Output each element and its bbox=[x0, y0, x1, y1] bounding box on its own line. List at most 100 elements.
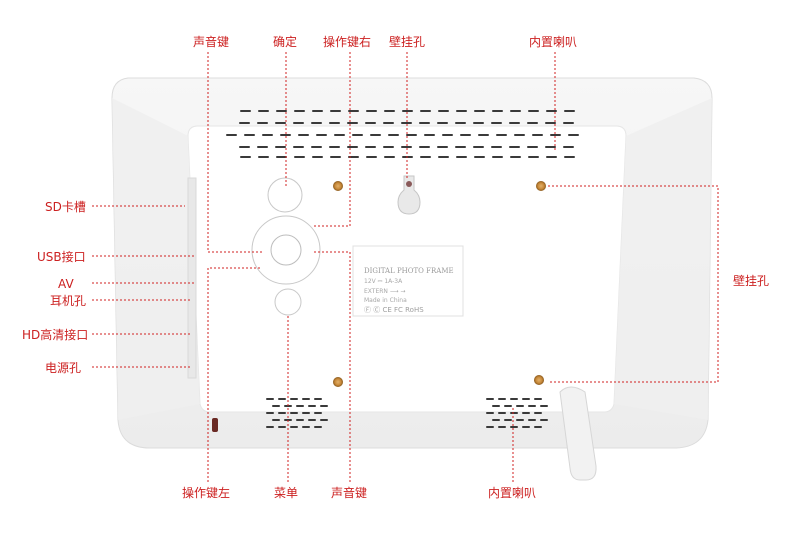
lanyard-slot bbox=[212, 418, 218, 432]
vent-slot bbox=[365, 122, 376, 124]
vent-slot bbox=[528, 405, 536, 407]
wall-mount-keyhole bbox=[397, 175, 421, 215]
vent-slot bbox=[510, 156, 521, 158]
vent-slot bbox=[314, 426, 322, 428]
label-nav-right: 操作键右 bbox=[323, 34, 371, 49]
vent-slot bbox=[348, 156, 359, 158]
vent-slot bbox=[302, 426, 310, 428]
vent-slot bbox=[516, 405, 524, 407]
label-ok: 确定 bbox=[273, 34, 297, 49]
vent-slot bbox=[437, 122, 448, 124]
vent-slot bbox=[348, 110, 359, 112]
speaker-grille-left bbox=[266, 398, 328, 428]
vent-slot bbox=[498, 412, 506, 414]
vent-slot bbox=[442, 134, 453, 136]
vent-slot bbox=[486, 426, 494, 428]
vent-slot bbox=[401, 122, 412, 124]
vent-slot bbox=[474, 156, 485, 158]
label-line-4: Made in China bbox=[364, 297, 407, 304]
vent-slot bbox=[455, 122, 466, 124]
screw-hole-icon bbox=[333, 377, 343, 387]
vent-slot bbox=[540, 419, 548, 421]
vent-slot bbox=[257, 146, 268, 148]
vent-slot bbox=[456, 110, 467, 112]
vent-slot bbox=[266, 412, 274, 414]
vent-slot bbox=[492, 405, 500, 407]
vent-slot bbox=[496, 134, 507, 136]
vent-slot bbox=[308, 405, 316, 407]
leader-lines bbox=[92, 52, 719, 482]
top-vents bbox=[226, 110, 579, 158]
vent-slot bbox=[504, 419, 512, 421]
vent-slot bbox=[312, 156, 323, 158]
vent-slot bbox=[546, 110, 557, 112]
ok-button[interactable] bbox=[270, 234, 302, 266]
vent-slot bbox=[545, 146, 556, 148]
vent-slot bbox=[278, 426, 286, 428]
vent-slot bbox=[329, 146, 340, 148]
vent-slot bbox=[438, 110, 449, 112]
vent-slot bbox=[347, 146, 358, 148]
vent-slot bbox=[498, 426, 506, 428]
vent-slot bbox=[383, 122, 394, 124]
vent-slot bbox=[240, 110, 251, 112]
label-line-5: Ⓕ Ⓒ CE FC RoHS bbox=[364, 306, 424, 314]
vent-slot bbox=[486, 412, 494, 414]
volume-button[interactable] bbox=[267, 177, 303, 213]
vent-slot bbox=[460, 134, 471, 136]
vent-slot bbox=[492, 110, 503, 112]
vent-slot bbox=[456, 156, 467, 158]
vent-slot bbox=[509, 122, 520, 124]
vent-slot bbox=[510, 398, 518, 400]
label-wall-hole-top: 壁挂孔 bbox=[389, 34, 425, 49]
stand bbox=[559, 386, 597, 481]
menu-button[interactable] bbox=[274, 288, 302, 316]
vent-slot bbox=[550, 134, 561, 136]
vent-slot bbox=[532, 134, 543, 136]
vent-slot bbox=[240, 156, 251, 158]
vent-slot bbox=[276, 110, 287, 112]
vent-slot bbox=[298, 134, 309, 136]
vent-slot bbox=[514, 134, 525, 136]
vent-slot bbox=[406, 134, 417, 136]
vent-slot bbox=[516, 419, 524, 421]
label-volume-key-top: 声音键 bbox=[193, 34, 229, 49]
label-wall-hole-right: 壁挂孔 bbox=[733, 273, 769, 288]
vent-slot bbox=[280, 134, 291, 136]
vent-slot bbox=[266, 398, 274, 400]
vent-slot bbox=[522, 426, 530, 428]
vent-slot bbox=[568, 134, 579, 136]
vent-slot bbox=[402, 110, 413, 112]
vent-slot bbox=[316, 134, 327, 136]
vent-slot bbox=[334, 134, 345, 136]
vent-slot bbox=[258, 156, 269, 158]
vent-slot bbox=[478, 134, 489, 136]
screw-hole-icon bbox=[536, 181, 546, 191]
label-menu: 菜单 bbox=[274, 486, 298, 500]
vent-slot bbox=[473, 122, 484, 124]
vent-slot bbox=[370, 134, 381, 136]
vent-slot bbox=[239, 146, 250, 148]
vent-slot bbox=[226, 134, 237, 136]
vent-slot bbox=[486, 398, 494, 400]
vent-slot bbox=[509, 146, 520, 148]
vent-slot bbox=[311, 146, 322, 148]
vent-slot bbox=[419, 122, 430, 124]
label-speaker-top: 内置喇叭 bbox=[529, 34, 577, 49]
vent-slot bbox=[329, 122, 340, 124]
vent-slot bbox=[276, 156, 287, 158]
label-usb: USB接口 bbox=[37, 249, 86, 264]
vent-slot bbox=[564, 156, 575, 158]
vent-slot bbox=[314, 412, 322, 414]
label-volume-key-bottom: 声音键 bbox=[331, 485, 367, 500]
label-power: 电源孔 bbox=[45, 361, 81, 375]
screw-hole-icon bbox=[333, 181, 343, 191]
label-headphone: 耳机孔 bbox=[50, 294, 86, 308]
vent-slot bbox=[383, 146, 394, 148]
vent-slot bbox=[492, 419, 500, 421]
vent-slot bbox=[388, 134, 399, 136]
vent-slot bbox=[293, 122, 304, 124]
vent-slot bbox=[424, 134, 435, 136]
port-strip bbox=[187, 177, 197, 379]
